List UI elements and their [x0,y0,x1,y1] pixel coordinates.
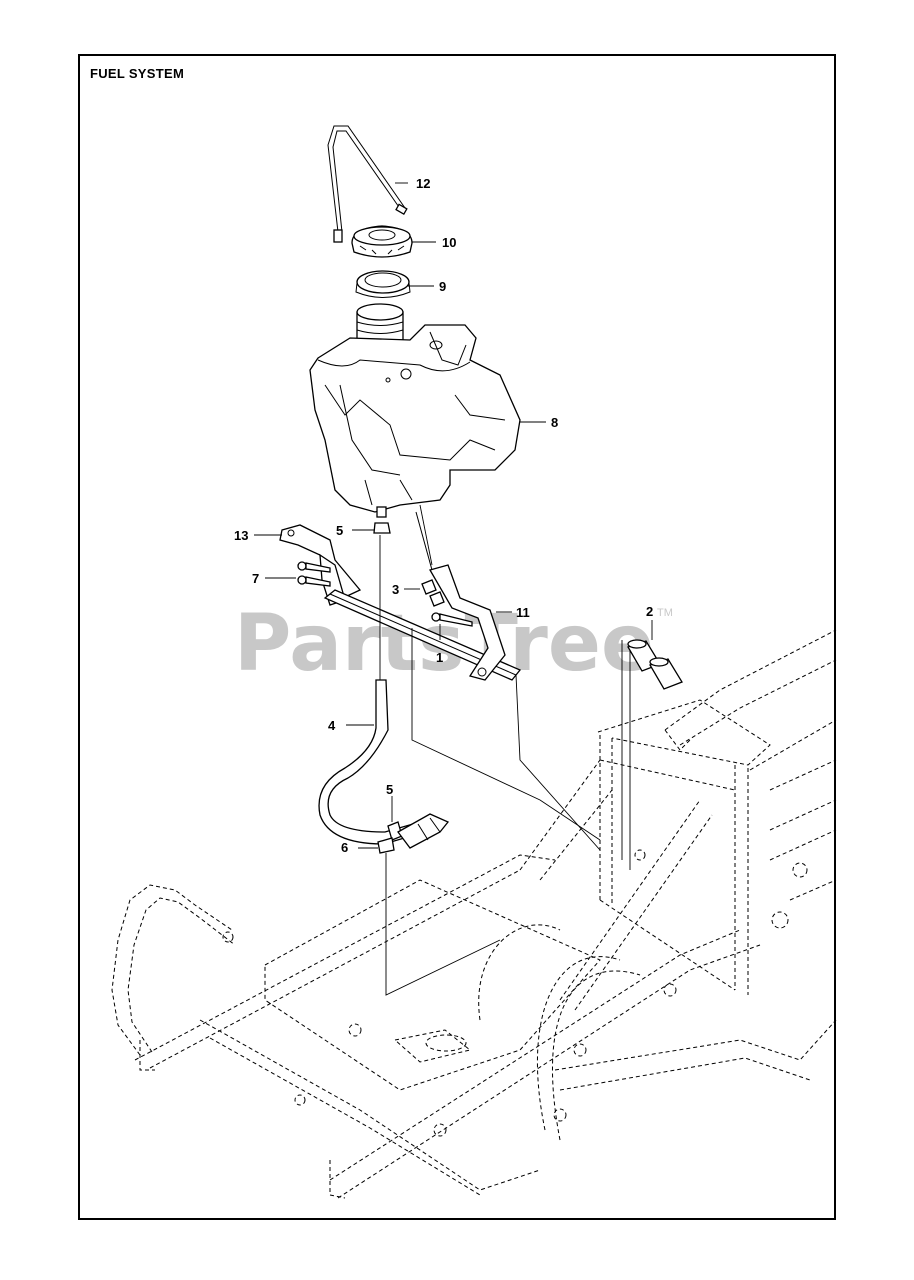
callout-10: 10 [442,235,456,250]
part-9-filler-ring [355,270,434,298]
chassis-frame [111,629,837,1199]
part-12-vent-hose [327,125,408,243]
callout-5-top: 5 [336,523,343,538]
callout-2: 2 [646,604,653,619]
callout-8: 8 [551,415,558,430]
diagram-frame [78,54,836,1220]
assembly-guide-lines [379,504,631,996]
part-1-bolt [431,612,473,640]
callout-4: 4 [328,718,336,733]
callout-13: 13 [234,528,248,543]
page-title: FUEL SYSTEM [90,66,185,81]
callout-3: 3 [392,582,399,597]
callout-5-bottom: 5 [386,782,393,797]
part-11-tank-bracket-right [415,511,512,681]
part-3-nut [404,579,445,607]
part-4-fuel-hose [318,679,421,845]
callout-6: 6 [341,840,348,855]
callout-9: 9 [439,279,446,294]
part-7-bolts [265,561,331,587]
callout-11: 11 [516,605,530,620]
callout-labels: 12 10 9 8 5 13 7 3 11 2 1 4 5 6 [234,176,653,855]
part-5-hose-clamp-bottom [387,796,403,841]
callout-12: 12 [416,176,430,191]
callout-1: 1 [436,650,443,665]
part-2-spacers [627,620,683,690]
part-8-fuel-tank [309,303,546,518]
part-6-fuel-filter [358,813,450,854]
callout-7: 7 [252,571,259,586]
part-5-hose-clamp-top [352,522,391,534]
watermark-trademark: TM [657,607,673,619]
part-10-fuel-cap [351,225,436,258]
